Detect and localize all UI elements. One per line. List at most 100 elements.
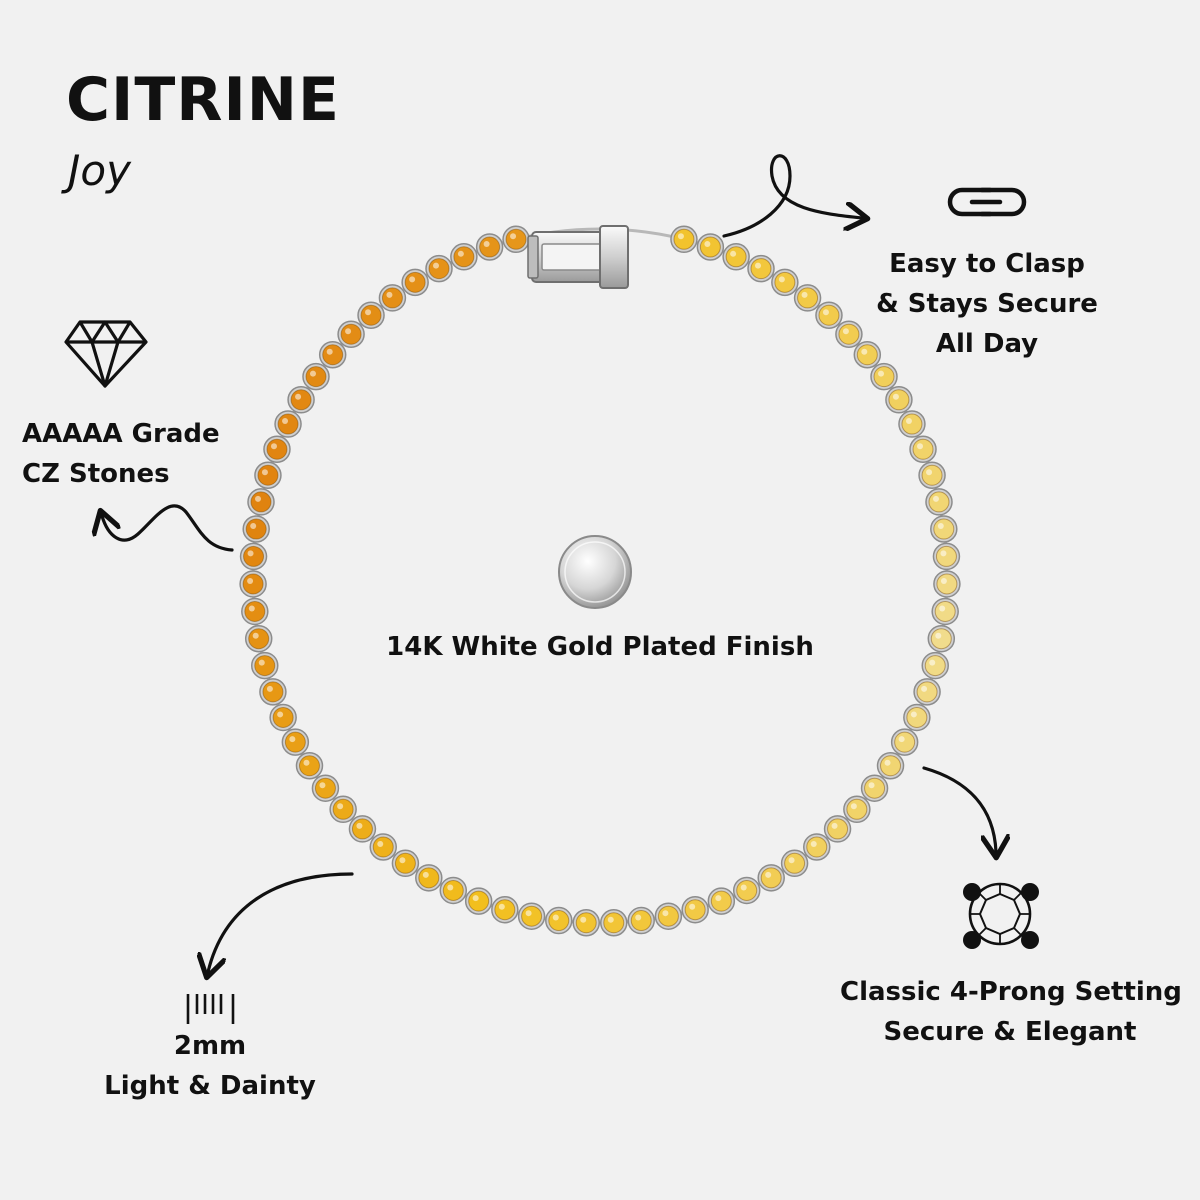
- bracelet-stone: [401, 268, 429, 297]
- bracelet-stone: [921, 651, 949, 680]
- bracelet-stone: [239, 542, 268, 571]
- box-clasp: [527, 225, 629, 289]
- bracelet-stone: [793, 284, 822, 312]
- bracelet-stone: [771, 268, 799, 297]
- bracelet-stone: [391, 849, 420, 878]
- product-title: CITRINE: [66, 65, 341, 135]
- bracelet-stone: [239, 570, 267, 598]
- bracelet-stone: [823, 815, 852, 843]
- bracelet-stone: [311, 774, 340, 802]
- bracelet-stone: [425, 254, 453, 283]
- bracelet-stone: [757, 864, 785, 892]
- bracelet-stone: [502, 225, 530, 254]
- bracelet-stone: [287, 386, 315, 414]
- four-prong-icon: [963, 882, 1039, 949]
- tennis-bracelet: [239, 225, 961, 937]
- bracelet-stone: [853, 340, 882, 369]
- feature-stones-line-2: CZ Stones: [22, 459, 170, 489]
- bracelet-stone: [600, 908, 628, 937]
- bracelet-stone: [860, 774, 889, 802]
- bracelet-stone: [932, 542, 961, 571]
- feature-width-line-1: 2mm: [173, 1031, 247, 1061]
- bracelet-stone: [241, 597, 269, 626]
- bracelet-stone: [254, 461, 282, 490]
- arrow-to-stones: [102, 504, 234, 552]
- link-icon: [947, 187, 1027, 217]
- bracelet-stone: [357, 301, 385, 330]
- bracelet-stone: [244, 624, 273, 653]
- bracelet-stone: [925, 488, 953, 516]
- bracelet-stone: [274, 410, 302, 438]
- bracelet-stone: [378, 284, 407, 312]
- bracelet-stone: [247, 488, 275, 516]
- bracelet-stone: [627, 906, 655, 935]
- arrow-to-width: [208, 872, 354, 972]
- feature-finish: 14K White Gold Plated Finish: [380, 627, 820, 667]
- bracelet-stone: [732, 876, 761, 905]
- bracelet-stone: [670, 225, 698, 254]
- feature-prong-line-2: Secure & Elegant: [883, 1017, 1137, 1047]
- bracelet-stone: [337, 320, 365, 348]
- feature-clasp-line-3: All Day: [935, 329, 1039, 359]
- bracelet-stone: [898, 410, 926, 438]
- bracelet-stone: [263, 435, 291, 463]
- bracelet-stone: [918, 461, 946, 490]
- bracelet-stone: [913, 678, 941, 706]
- bracelet-stone: [242, 515, 270, 543]
- bracelet-stone: [654, 902, 683, 930]
- bracelet-stone: [572, 908, 600, 937]
- arrow-to-prong: [922, 766, 996, 852]
- bracelet-stone: [876, 752, 905, 780]
- bracelet-stone: [281, 728, 310, 756]
- feature-finish-line-1: 14K White Gold Plated Finish: [386, 632, 814, 662]
- arrow-to-clasp: [722, 154, 862, 238]
- bracelet-stone: [259, 678, 287, 706]
- bracelet-stone: [747, 254, 775, 283]
- bracelet-stone: [780, 849, 809, 878]
- bracelet-stone: [681, 895, 709, 924]
- bracelet-stone: [885, 386, 913, 414]
- bracelet-stone: [909, 435, 937, 463]
- feature-prong: Classic 4-Prong Setting Secure & Elegant: [840, 972, 1182, 1052]
- bracelet-stone: [815, 301, 843, 330]
- silver-swatch-icon: [558, 535, 632, 609]
- bracelet-stone: [450, 243, 478, 271]
- bracelet-stone: [707, 887, 736, 915]
- bracelet-stone: [930, 515, 958, 543]
- bracelet-stone: [491, 895, 519, 924]
- bracelet-stone: [722, 243, 750, 271]
- bracelet-stone: [439, 876, 468, 905]
- feature-stones: AAAAA Grade CZ Stones: [22, 414, 232, 494]
- bracelet-stone: [318, 340, 347, 369]
- bracelet-stone: [903, 703, 931, 732]
- bracelet-stone: [933, 570, 961, 598]
- bracelet-stone: [517, 902, 546, 930]
- bracelet-stone: [696, 233, 725, 261]
- ruler-icon: [186, 994, 235, 1024]
- bracelet-stone: [870, 362, 898, 391]
- bracelet-stone: [803, 833, 831, 861]
- bracelet-stone: [415, 864, 443, 892]
- bracelet-stone: [302, 362, 330, 391]
- bracelet-stone: [890, 728, 919, 756]
- feature-width: 2mm Light & Dainty: [100, 1026, 320, 1106]
- feature-stones-line-1: AAAAA Grade: [22, 419, 220, 449]
- bracelet-stone: [927, 624, 956, 653]
- feature-width-line-2: Light & Dainty: [104, 1071, 316, 1101]
- diamond-icon: [64, 320, 148, 388]
- feature-clasp-line-1: Easy to Clasp: [889, 249, 1085, 279]
- bracelet-stone: [295, 752, 324, 780]
- bracelet-stone: [251, 651, 279, 680]
- bracelet-stone: [348, 815, 377, 843]
- feature-clasp-line-2: & Stays Secure: [876, 289, 1098, 319]
- product-subtitle: Joy: [68, 146, 131, 195]
- bracelet-stone: [369, 833, 397, 861]
- bracelet-stone: [835, 320, 863, 348]
- bracelet-stone: [464, 887, 493, 915]
- feature-prong-line-1: Classic 4-Prong Setting: [840, 977, 1182, 1007]
- bracelet-stone: [931, 597, 959, 626]
- bracelet-stone: [545, 906, 573, 935]
- feature-clasp: Easy to Clasp & Stays Secure All Day: [876, 244, 1098, 364]
- stone-chain: [239, 225, 961, 937]
